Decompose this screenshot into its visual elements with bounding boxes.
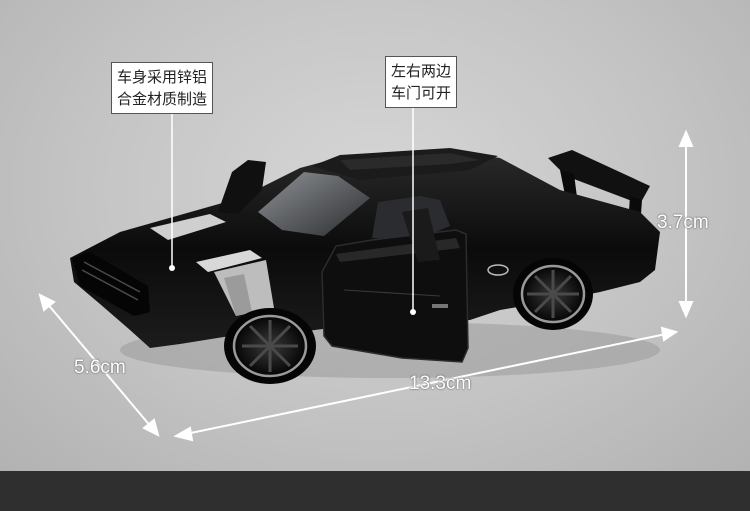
- length-arrow: [173, 326, 679, 442]
- car-illustration: [38, 129, 694, 442]
- width-label: 5.6cm: [74, 357, 126, 378]
- windshield: [258, 172, 370, 236]
- front-wheel: [224, 308, 316, 384]
- callout-body-line1: 车身采用锌铝: [117, 68, 208, 86]
- open-door: [321, 229, 469, 363]
- rear-wheel: [513, 258, 593, 330]
- hood-vent-door: [218, 160, 266, 214]
- product-photo: 车身采用锌铝 合金材质制造 左右两边 车门可开 3.7cm 5.6cm 13.3…: [0, 0, 750, 471]
- hood-stripe: [150, 214, 226, 240]
- rear-spoiler: [548, 150, 650, 204]
- callout-doors-line1: 左右两边: [391, 62, 452, 80]
- bottom-bar: [0, 471, 750, 511]
- callout-doors-line2: 车门可开: [391, 84, 452, 102]
- height-label: 3.7cm: [657, 212, 709, 233]
- length-label: 13.3cm: [409, 373, 472, 394]
- front-grille: [72, 252, 150, 316]
- height-arrow: [678, 129, 694, 319]
- callout-body-line2: 合金材质制造: [117, 90, 208, 108]
- width-arrow: [38, 293, 160, 437]
- seat: [402, 208, 440, 262]
- callout-body-material: 车身采用锌铝 合金材质制造: [111, 62, 214, 114]
- callout-doors: 左右两边 车门可开: [385, 56, 458, 108]
- badge-icon: [487, 264, 509, 276]
